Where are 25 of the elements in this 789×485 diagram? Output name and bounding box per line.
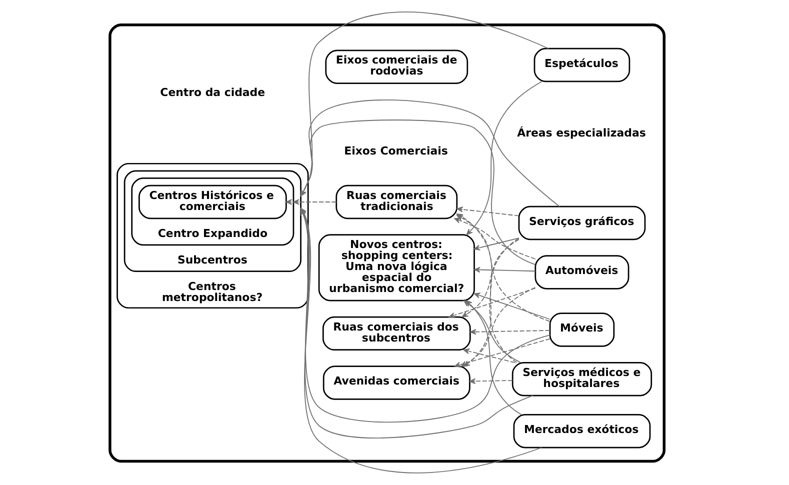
node-box: Espetáculos [534,48,630,82]
node-box: Centros Históricos e comerciais [138,184,287,220]
node-box: Móveis [549,312,615,347]
node-box: Mercados exóticos [513,414,651,448]
node-box: Serviços gráficos [518,206,646,240]
cluster [108,23,666,463]
node-box: Ruas comerciais dos subcentros [322,316,471,351]
node-box: Serviços médicos e hospitalares [512,362,652,396]
label: Eixos Comerciais [344,144,448,158]
node-box: Ruas comerciais tradicionais [336,184,458,220]
arrow [466,81,542,236]
node-box: Novos centros: shopping centers: Uma nova lógica espacial do urbanismo comercial? [318,234,475,302]
arrow [463,348,516,364]
arrow [448,288,536,318]
node-box: Eixos comerciais de rodovias [325,50,468,84]
arrow [470,328,550,335]
arrow [469,378,513,384]
arrow [462,239,520,318]
arrow [474,238,520,251]
node-box: Avenidas comerciais [322,366,470,400]
node-box: Automóveis [534,255,630,290]
arrow [474,292,550,320]
arrow [456,206,520,216]
label: Áreas especializadas [517,126,646,140]
label: Centro da cidade [160,86,266,100]
